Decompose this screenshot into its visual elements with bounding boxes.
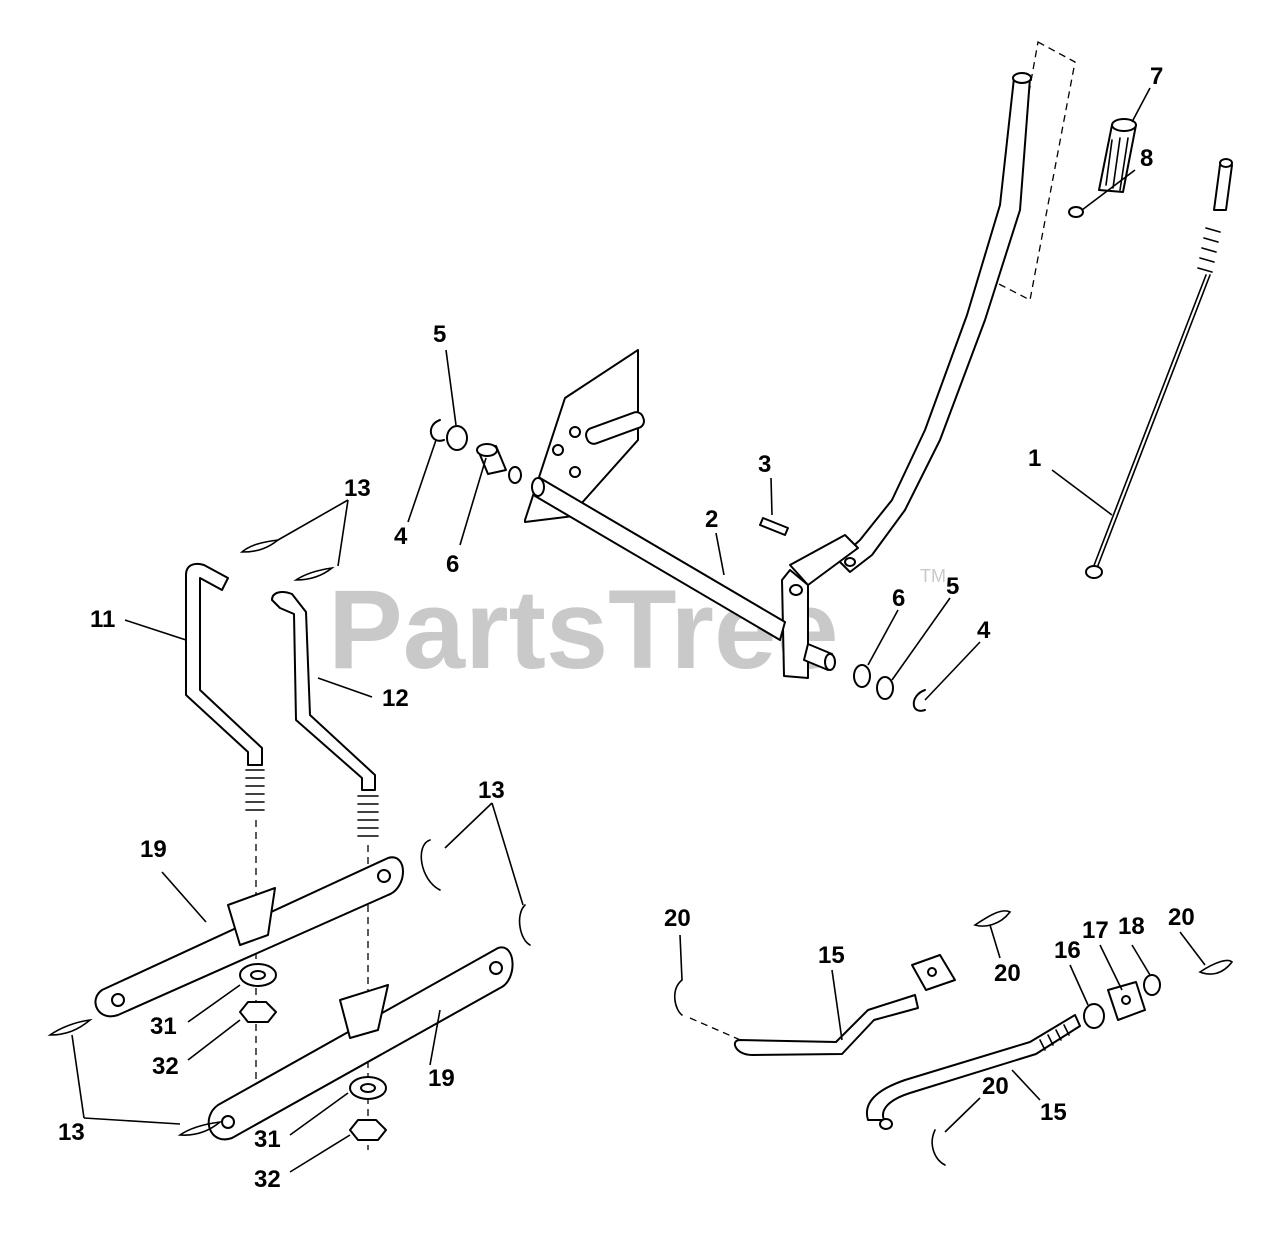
watermark-trademark: TM bbox=[920, 566, 946, 586]
lift-arm-lower[interactable] bbox=[207, 946, 514, 1141]
callout-19: 19 bbox=[428, 1065, 455, 1092]
callout-15: 15 bbox=[1040, 1099, 1067, 1126]
hairpin-clip-left[interactable] bbox=[429, 419, 445, 442]
callout-18: 18 bbox=[1118, 913, 1145, 940]
callout-4: 4 bbox=[394, 523, 408, 550]
washer-right[interactable] bbox=[876, 676, 894, 700]
deck-rod-15b[interactable] bbox=[865, 1014, 1081, 1130]
lift-lever[interactable] bbox=[781, 72, 1032, 679]
callout-5: 5 bbox=[433, 321, 446, 348]
callout-1: 1 bbox=[1028, 445, 1041, 472]
hairpin-clip-20d[interactable] bbox=[931, 1129, 946, 1166]
bushing-left[interactable] bbox=[476, 443, 522, 484]
nut-32b[interactable] bbox=[349, 1119, 387, 1141]
lift-link-11[interactable] bbox=[185, 562, 265, 1080]
lift-arm-upper[interactable] bbox=[94, 856, 404, 1018]
hairpin-clip-20a[interactable] bbox=[674, 979, 683, 1016]
callout-31: 31 bbox=[150, 1013, 177, 1040]
grip-ferrule[interactable] bbox=[1068, 206, 1084, 218]
callout-20: 20 bbox=[982, 1073, 1009, 1100]
callout-2: 2 bbox=[705, 506, 718, 533]
callout-7: 7 bbox=[1150, 63, 1163, 90]
spacer-16[interactable] bbox=[1083, 1003, 1105, 1029]
bushing-right[interactable] bbox=[853, 664, 871, 688]
hairpin-clip-right[interactable] bbox=[912, 689, 926, 712]
callout-13: 13 bbox=[344, 475, 371, 502]
hairpin-clip-20b[interactable] bbox=[973, 910, 1012, 927]
hairpin-clip-13e[interactable] bbox=[47, 1018, 93, 1036]
callout-32: 32 bbox=[254, 1166, 281, 1193]
deck-rod-15a[interactable] bbox=[733, 954, 956, 1056]
handle-grip[interactable] bbox=[1098, 118, 1137, 193]
callout-20: 20 bbox=[994, 960, 1021, 987]
callout-6: 6 bbox=[446, 551, 459, 578]
callout-3: 3 bbox=[758, 451, 771, 478]
callout-12: 12 bbox=[382, 685, 409, 712]
dashed-line-20a bbox=[689, 1017, 746, 1043]
bushing-31a-hole bbox=[250, 970, 266, 980]
hairpin-clip-13b[interactable] bbox=[293, 566, 335, 581]
trunnion-17[interactable] bbox=[1107, 981, 1146, 1021]
lift-rod-with-spring[interactable] bbox=[1085, 158, 1233, 579]
callout-8: 8 bbox=[1140, 145, 1153, 172]
callout-19: 19 bbox=[140, 836, 167, 863]
watermark-text: PartsTree bbox=[328, 567, 839, 692]
callout-4: 4 bbox=[977, 617, 991, 644]
callout-32: 32 bbox=[152, 1053, 179, 1080]
hairpin-clip-13c[interactable] bbox=[420, 839, 441, 891]
lift-shaft[interactable] bbox=[531, 477, 836, 671]
callout-13: 13 bbox=[478, 777, 505, 804]
callout-31: 31 bbox=[254, 1126, 281, 1153]
callout-15: 15 bbox=[818, 942, 845, 969]
callout-11: 11 bbox=[90, 606, 115, 633]
callout-5: 5 bbox=[946, 573, 959, 600]
washer-left[interactable] bbox=[446, 425, 468, 451]
callout-labels: 7 8 5 4 6 3 2 1 13 11 12 6 5 4 13 19 31 … bbox=[58, 63, 1195, 1193]
bushing-31b-hole bbox=[360, 1083, 376, 1093]
leader-lines bbox=[71, 87, 1206, 1173]
callout-20: 20 bbox=[664, 905, 691, 932]
callout-6: 6 bbox=[892, 585, 905, 612]
hairpin-clip-13a[interactable] bbox=[239, 538, 281, 553]
washer-18[interactable] bbox=[1143, 974, 1161, 996]
hairpin-clip-13d[interactable] bbox=[518, 904, 531, 946]
hairpin-clip-20c[interactable] bbox=[1198, 959, 1234, 975]
callout-13: 13 bbox=[58, 1119, 85, 1146]
callout-16: 16 bbox=[1054, 937, 1081, 964]
hairpin-clip-13f[interactable] bbox=[177, 1120, 223, 1136]
lever-sleeve-outline bbox=[994, 41, 1076, 301]
nut-32a[interactable] bbox=[239, 1001, 277, 1023]
roll-pin[interactable] bbox=[759, 517, 789, 536]
callout-20: 20 bbox=[1168, 904, 1195, 931]
callout-17: 17 bbox=[1082, 917, 1109, 944]
